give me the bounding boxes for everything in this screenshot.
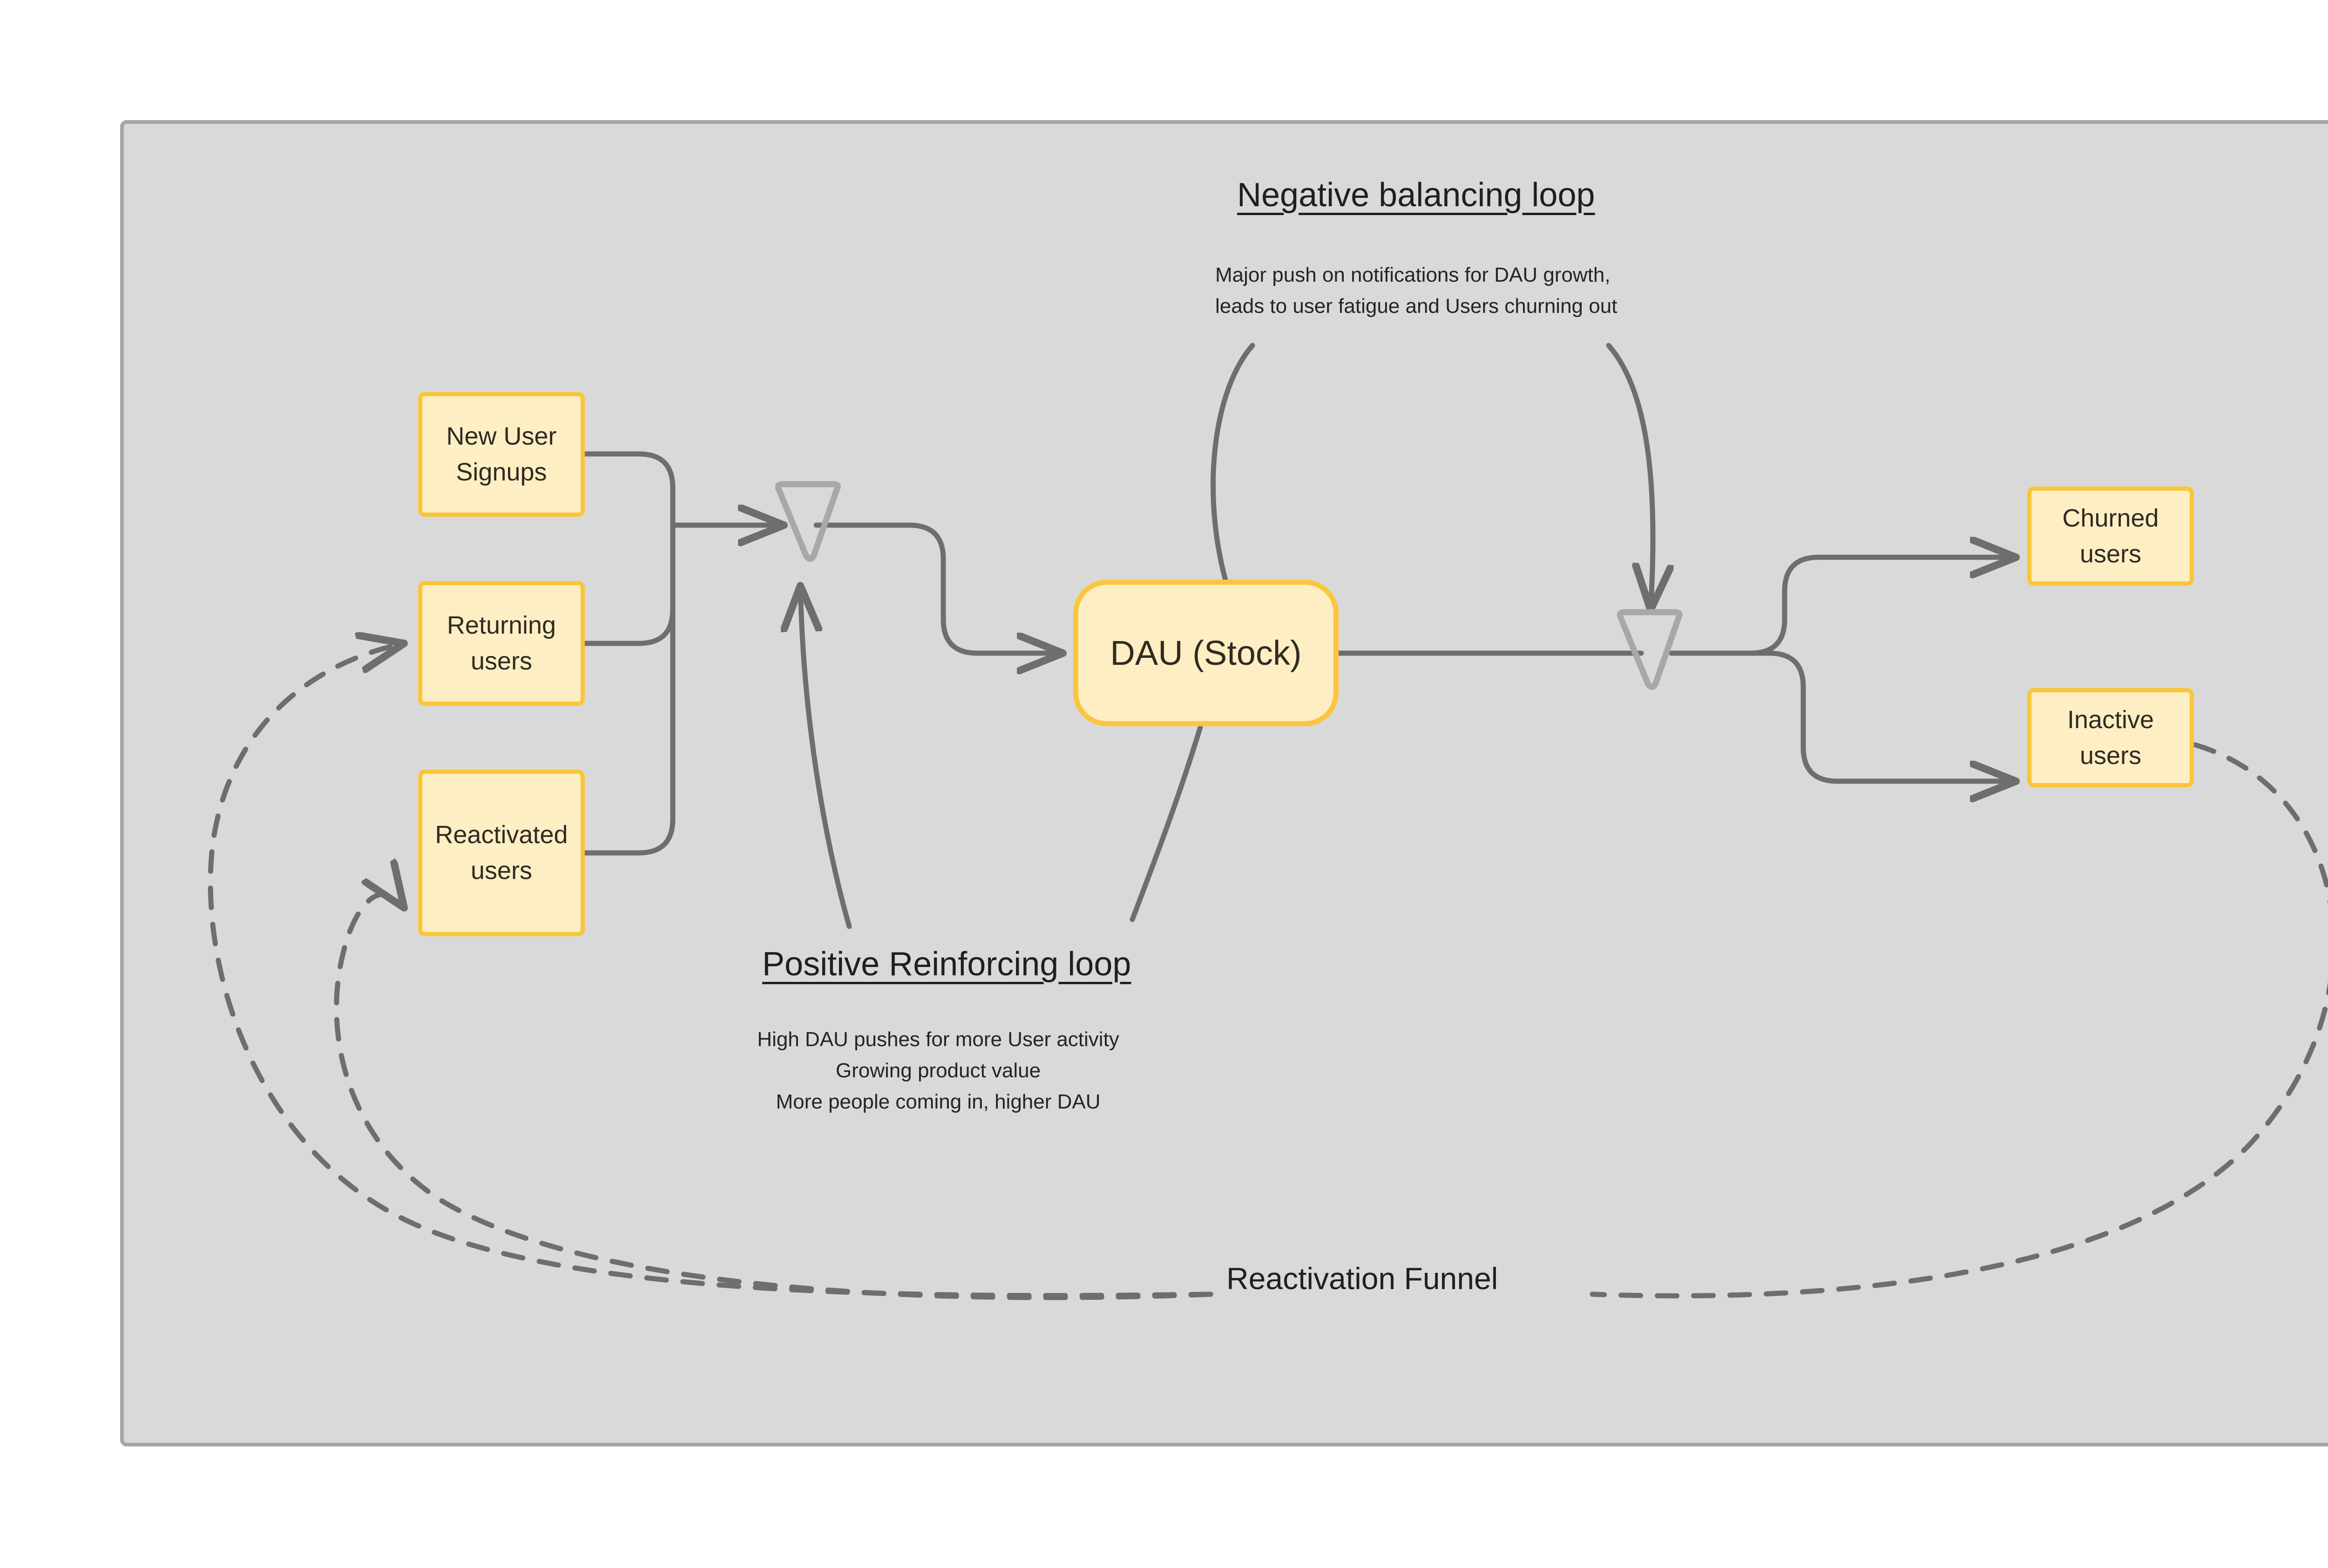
negative-loop-title: Negative balancing loop — [1237, 176, 1595, 214]
negative-loop-description: Major push on notifications for DAU grow… — [1215, 264, 1617, 318]
reactivation-funnel-label: Reactivation Funnel — [1226, 1261, 1498, 1296]
positive-loop-description: High DAU pushes for more User activity G… — [757, 1028, 1119, 1113]
node-dau-stock[interactable]: DAU (Stock) — [1073, 580, 1339, 726]
positive-loop-title: Positive Reinforcing loop — [762, 946, 1131, 983]
node-dau-stock-label: DAU (Stock) — [1110, 634, 1302, 672]
